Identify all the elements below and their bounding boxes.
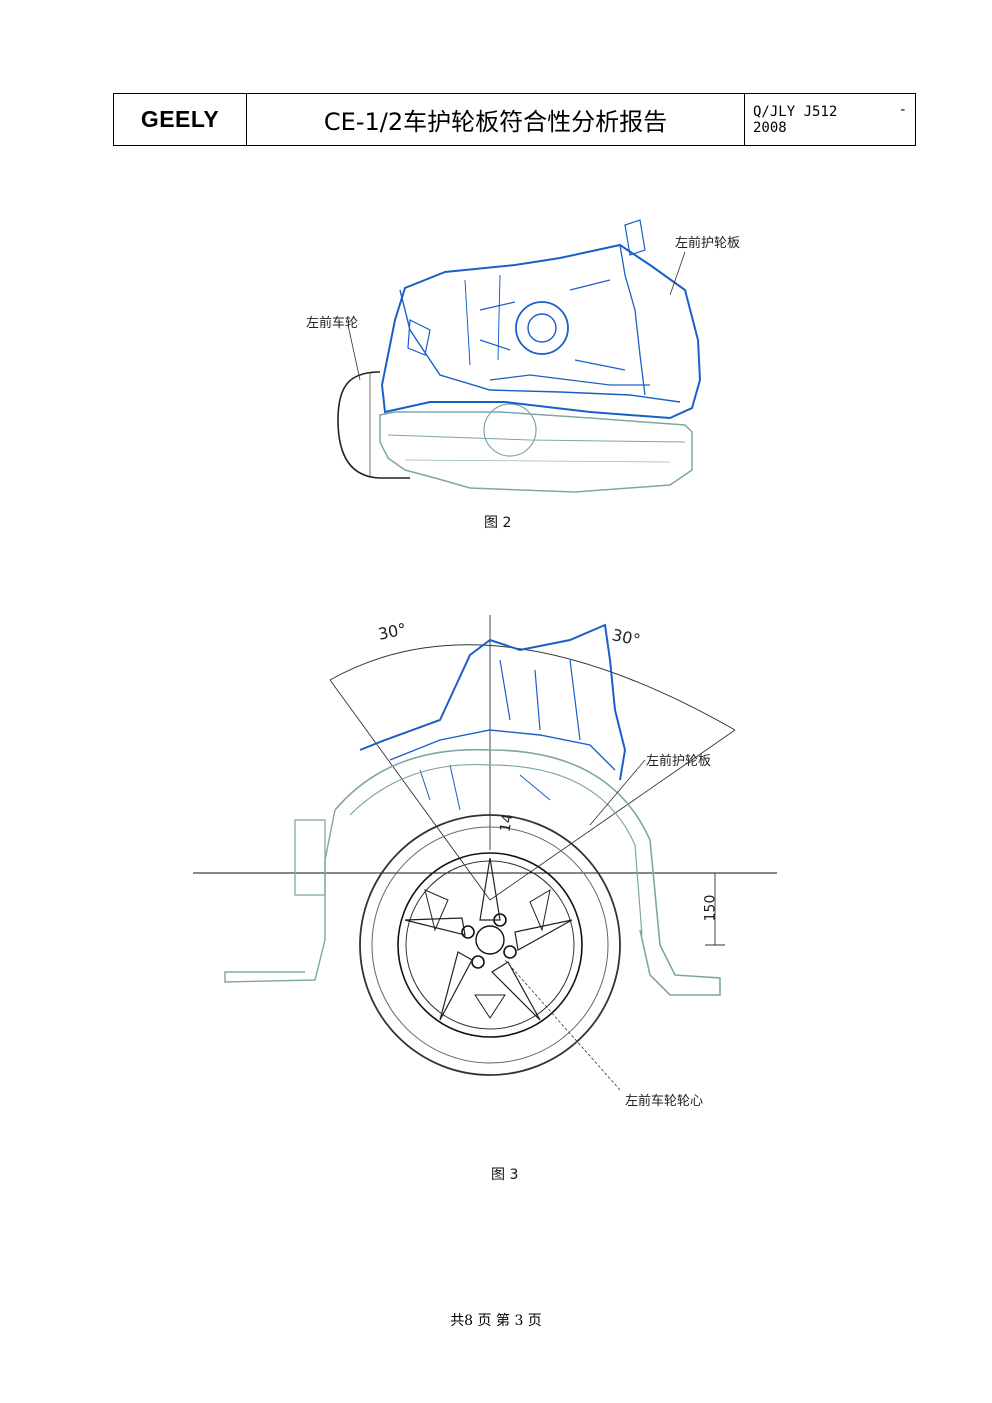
logo-cell: GEELY — [114, 94, 247, 145]
document-title: CE-1/2车护轮板符合性分析报告 — [323, 108, 668, 136]
fig3-dimension-150: 150 — [702, 894, 719, 922]
figure-2-drawing — [337, 219, 702, 493]
document-code-cell: Q/JLY J512 - 2008 — [745, 94, 915, 145]
title-cell: CE-1/2车护轮板符合性分析报告 — [247, 94, 745, 145]
figure-3-caption: 图 3 — [491, 1167, 519, 1183]
company-logo: GEELY — [140, 106, 220, 132]
fig2-label-left-front-wheel: 左前车轮 — [306, 316, 359, 331]
document-code-line2: 2008 — [753, 120, 787, 136]
document-code-dash: - — [898, 102, 907, 118]
fig3-label-left-front-fender: 左前护轮板 — [646, 754, 712, 769]
document-code-line1: Q/JLY J512 — [753, 104, 838, 120]
document-header: GEELY CE-1/2车护轮板符合性分析报告 Q/JLY J512 - 200… — [113, 93, 916, 146]
figure-3-drawing — [193, 615, 777, 1091]
figure-2-caption: 图 2 — [484, 515, 512, 531]
figure-2: 左前护轮板 左前车轮 — [230, 180, 765, 555]
fig2-label-left-front-fender: 左前护轮板 — [675, 236, 741, 251]
page-footer: 共8 页 第 3 页 — [450, 1313, 542, 1329]
fig3-label-wheel-center: 左前车轮轮心 — [625, 1094, 704, 1109]
fig3-dimension-slant: 14 — [497, 812, 517, 834]
figure-3: 30° 30° 左前护轮板 左前车轮轮心 150 14 — [190, 600, 830, 1120]
